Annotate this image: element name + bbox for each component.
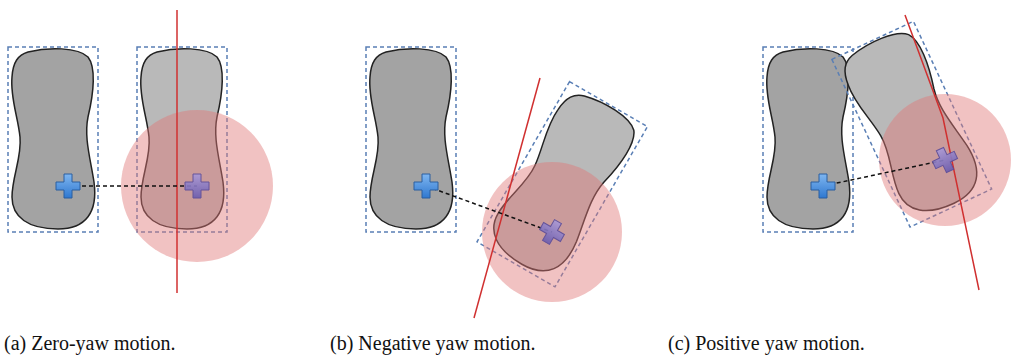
red-circle	[121, 110, 273, 262]
left-foot	[366, 47, 456, 232]
purple-cross	[185, 174, 209, 198]
heading-line	[176, 10, 178, 293]
heading-line	[474, 78, 540, 318]
panel-caption: (c) Positive yaw motion.	[668, 331, 865, 355]
bounding-box	[8, 47, 98, 232]
dashed-link	[68, 185, 197, 187]
red-circle	[879, 94, 1011, 226]
panel-b	[366, 47, 647, 318]
heading-line	[905, 15, 979, 290]
red-circle	[482, 162, 622, 302]
blue-cross	[414, 174, 438, 198]
panel-a	[8, 10, 273, 293]
panel-caption: (a) Zero-yaw motion.	[4, 331, 176, 355]
blue-cross	[811, 174, 835, 198]
panel-c	[763, 15, 1011, 290]
foot-shape	[12, 49, 95, 229]
purple-cross	[536, 216, 569, 249]
dashed-link	[823, 160, 945, 186]
foot-shape	[767, 49, 850, 229]
blue-cross	[56, 174, 80, 198]
bounding-box	[366, 47, 456, 232]
panel-caption: (b) Negative yaw motion.	[330, 331, 536, 355]
purple-cross	[929, 144, 961, 176]
dashed-link	[426, 186, 552, 232]
foot-shape	[370, 49, 453, 229]
left-foot	[8, 47, 98, 232]
